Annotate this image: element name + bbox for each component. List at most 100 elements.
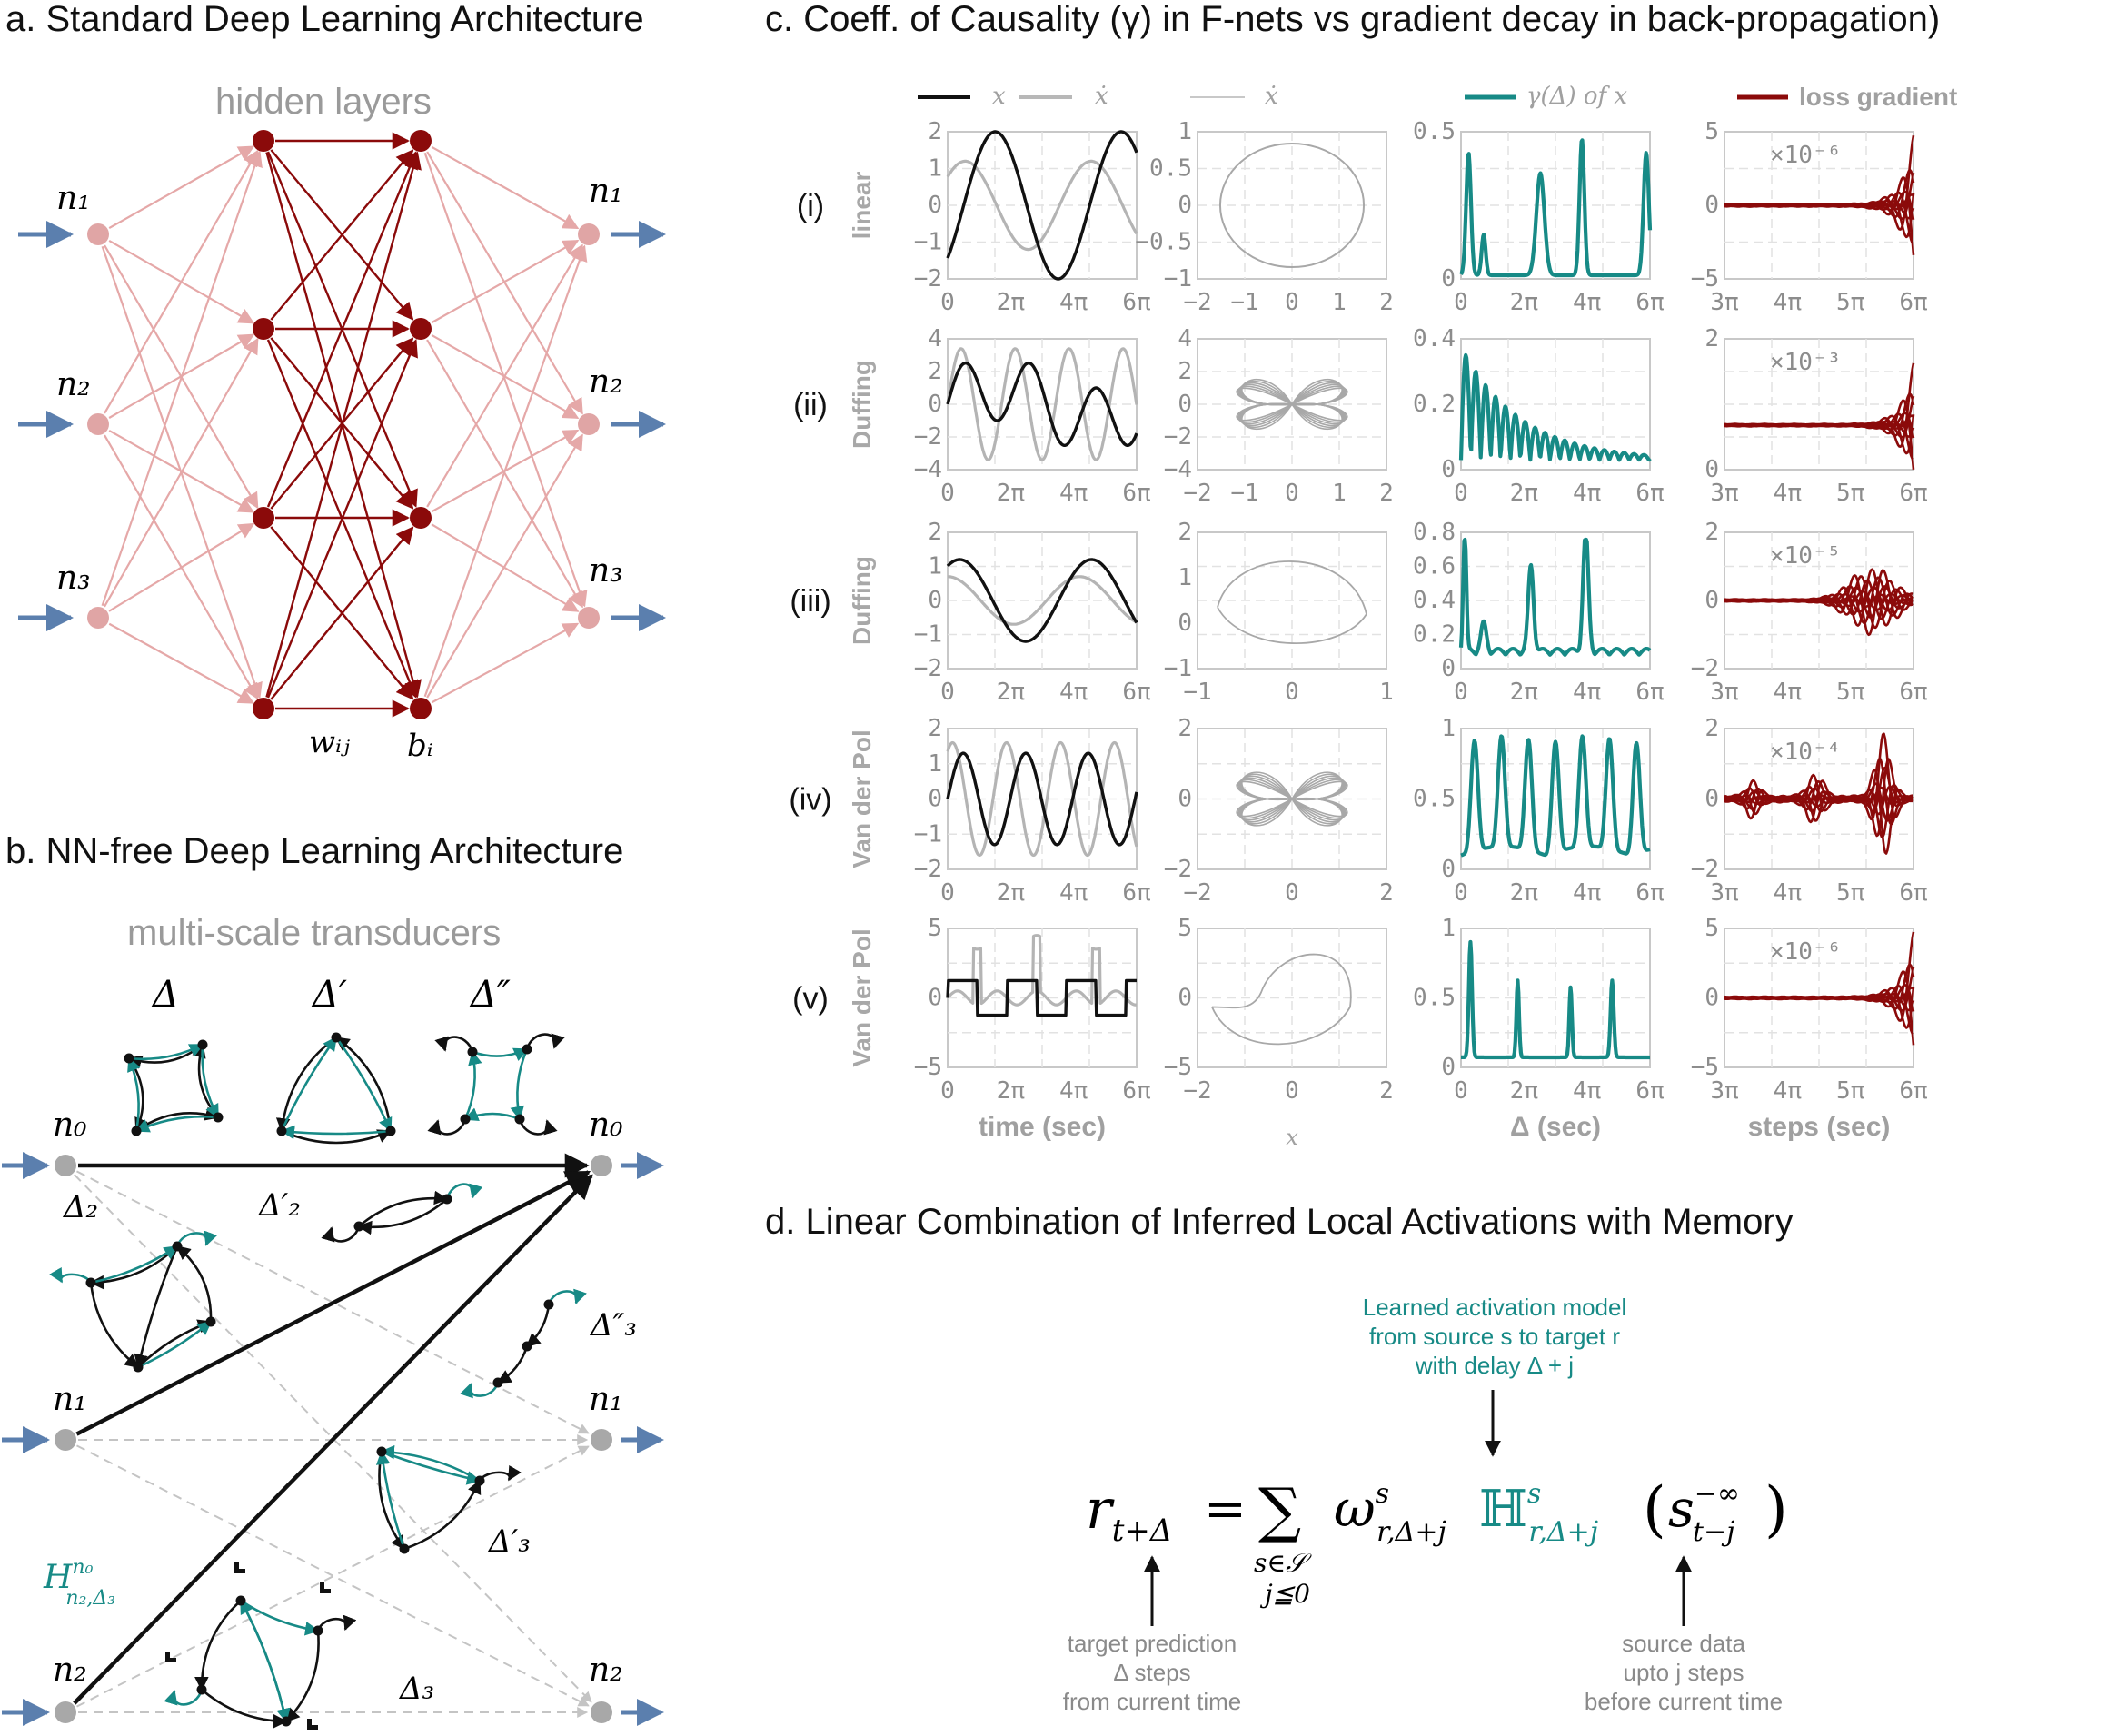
motif-node [235,1595,246,1606]
system-label: linear [848,172,876,240]
y-tick-label: −2 [914,265,942,293]
panel-d: d. Linear Combination of Inferred Local … [765,1202,1794,1715]
xdot-series [946,740,1138,858]
x-tick-label: 2 [1379,1077,1394,1105]
gradient-series [1724,134,1915,231]
panel-a-title: a. Standard Deep Learning Architecture [5,0,644,39]
xdot-series [946,159,1138,252]
source-note-2: upto j steps [1624,1659,1744,1686]
edge-light [108,145,255,230]
x-tick-label: 4π [1059,679,1088,706]
motif-node [522,1341,532,1352]
y-tick-label: −1 [1164,655,1192,682]
io-node [87,413,109,435]
y-tick-label: 2 [928,715,942,742]
scale-delta-prime: Δ′ [311,974,347,1016]
step-glyph [307,1719,318,1730]
phase-curve [1218,142,1366,269]
y-tick-label: 0 [1441,265,1456,293]
scale-delta: Δ [151,974,179,1016]
y-tick-label: 1 [1441,915,1456,942]
xdot-series [947,575,1138,626]
y-tick-label: 0.2 [1413,621,1456,649]
io-node [578,223,600,245]
y-tick-label: 1 [928,750,942,778]
gradient-series [1724,758,1914,838]
motif-node [281,1716,292,1727]
node-right-2: n₂ [589,1652,623,1689]
y-tick-label: 2 [1178,358,1192,385]
y-tick-label: −5 [1691,1054,1719,1081]
y-tick-label: −1 [1164,265,1192,293]
x-tick-label: 0 [1285,1077,1299,1105]
x-tick-label: −2 [1183,1077,1211,1105]
eq-paren-right: ) [1764,1474,1788,1544]
delta-double-prime-3-label: Δ″₃ [589,1307,637,1344]
delta-2-label: Δ₂ [62,1189,98,1225]
delta-3-label: Δ₃ [398,1671,434,1707]
gradient-series [1724,732,1913,824]
y-tick-label: 0.5 [1413,786,1456,813]
y-tick-label: 0 [928,786,942,813]
gamma-series [1459,939,1652,1060]
graph-node [55,1429,76,1451]
delta-prime-2-label: Δ′₂ [257,1187,301,1224]
x-tick-label: 2π [997,879,1025,907]
scale-label: ×10⁻⁶ [1770,142,1841,169]
motif-node [276,1126,287,1136]
y-tick-label: −2 [1691,856,1719,883]
black-arc [127,1057,148,1133]
x-series [946,361,1138,447]
y-tick-label: 4 [928,325,942,352]
self-loop [321,1225,361,1243]
edge-light [103,337,259,608]
y-tick-label: 1 [1178,564,1192,591]
motif-node [313,1625,323,1636]
edge-light [431,145,580,230]
teal-arc [137,1320,213,1369]
motif-node [131,1126,142,1136]
x-tick-label: 4π [1573,289,1601,316]
motif-node [467,1047,478,1057]
x-axis-label: time (sec) [979,1112,1106,1142]
x-tick-label: −2 [1183,879,1211,907]
y-tick-label: 0.2 [1413,391,1456,418]
hidden-node [253,130,274,152]
y-tick-label: 0.8 [1413,519,1456,546]
motif-node [385,1126,396,1136]
solid-link [73,1174,593,1705]
motif-node [331,1032,342,1043]
edge-light [423,152,588,608]
x-tick-label: 4π [1059,879,1088,907]
y-tick-label: −1 [914,820,942,848]
node-left-2: n₂ [53,1652,87,1689]
hidden-node [410,698,432,719]
x-tick-label: 0 [1454,289,1468,316]
panel-a: a. Standard Deep Learning Architecture h… [5,0,666,764]
y-tick-label: −4 [1164,456,1192,483]
y-tick-label: 0.5 [1413,985,1456,1012]
network-edges [18,132,666,718]
motif-node [460,1114,471,1125]
motif-node [205,1316,216,1327]
x-tick-label: 2π [1510,480,1538,507]
system-label: Duffing [848,360,876,449]
motif-node [213,1112,224,1123]
motif-node [492,1377,503,1388]
x-tick-label: 6π [1122,879,1150,907]
x-tick-label: 2 [1379,289,1394,316]
panel-b: b. NN-free Deep Learning Architecture mu… [2,831,664,1730]
input-label-2: n₂ [56,366,91,403]
x-tick-label: 4π [1774,480,1802,507]
row-label: (ii) [793,388,828,422]
black-arc [201,1689,288,1729]
y-tick-label: −1 [914,621,942,649]
black-arc [525,1304,551,1348]
x-axis-label: x [1286,1125,1298,1150]
